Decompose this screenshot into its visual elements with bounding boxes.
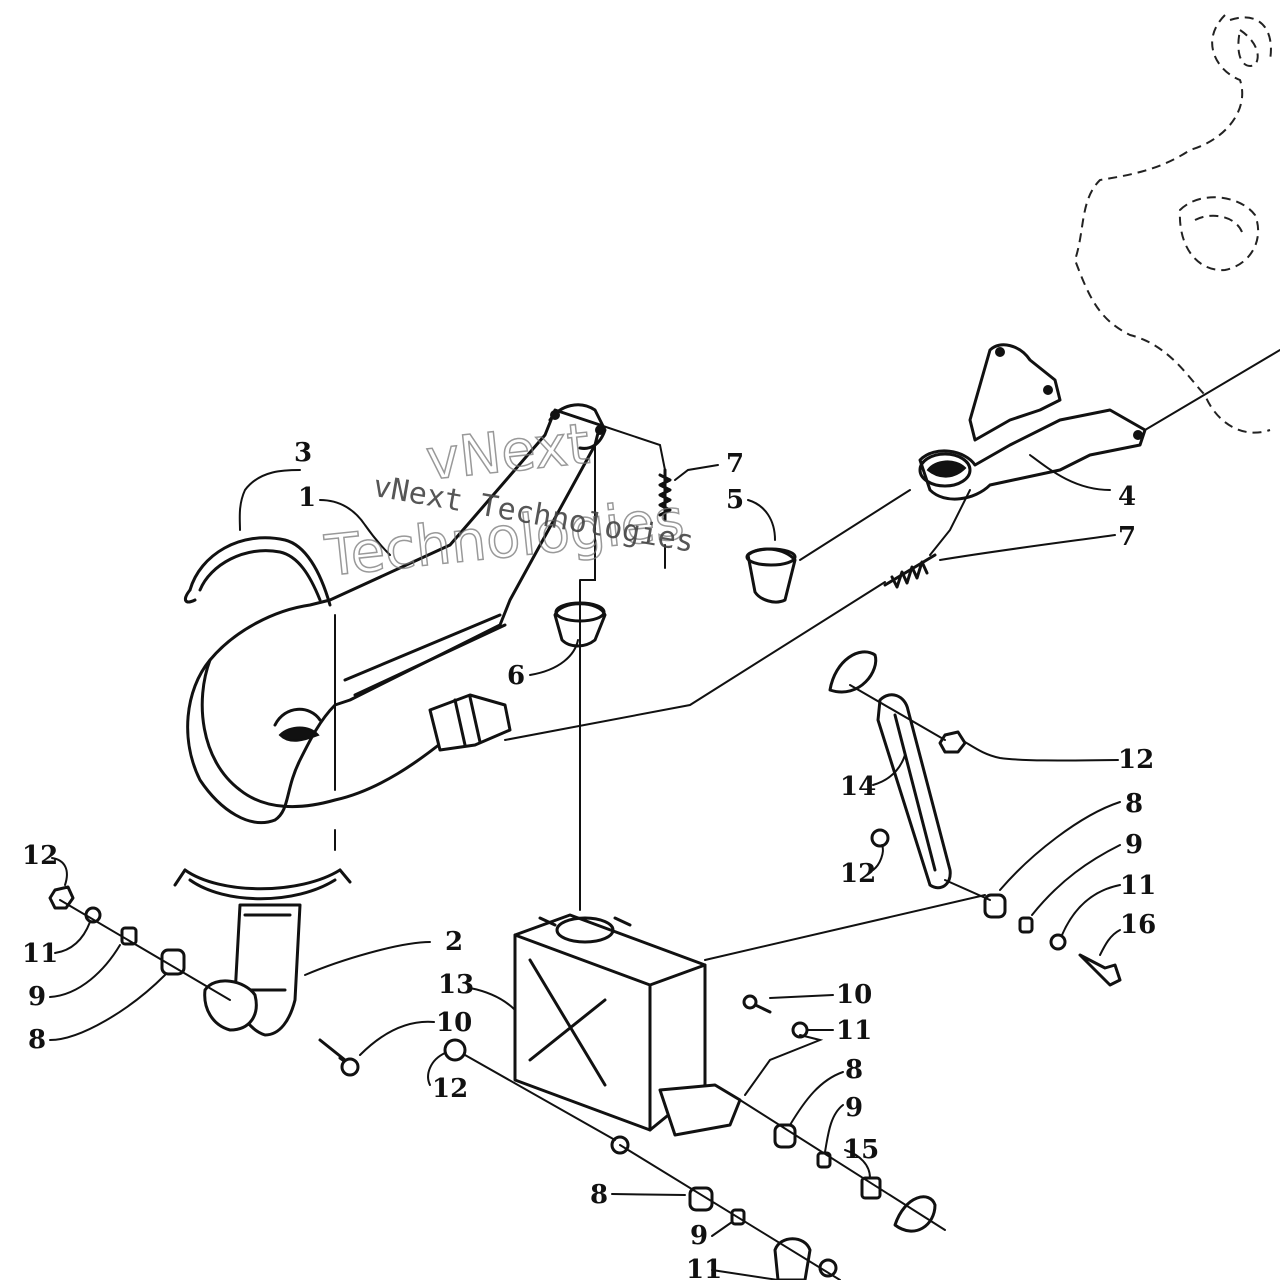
callout-12: 12 [22,841,58,871]
bushing-left [160,948,186,976]
watermark: vNext Technologies vNext Technologies [321,411,697,590]
muffler-bracket [203,903,302,1037]
exhaust-seal-ring [745,547,797,604]
callout-11: 11 [22,939,58,969]
callout-10: 10 [836,980,872,1010]
callout-3: 3 [294,438,312,468]
callout-1: 1 [298,483,316,513]
callout-15: 15 [843,1135,879,1165]
callout-16: 16 [1120,910,1156,940]
muffler-strap [173,868,352,901]
nut-upper-right [938,730,967,754]
callout-12: 12 [1118,745,1154,775]
spring-lower [883,553,937,589]
exhaust-manifold [918,343,1147,501]
callout-2: 2 [445,927,463,957]
callout-14: 14 [840,772,876,802]
callout-5: 5 [726,485,744,515]
assembly-lines [59,349,1280,1280]
callout-6: 6 [507,661,525,691]
washer-right [1049,933,1067,951]
bolt-right [1078,953,1122,987]
heat-shield [183,536,332,607]
callout-8: 8 [845,1055,863,1085]
callout-7: 7 [726,449,744,479]
callout-11: 11 [1120,871,1156,901]
support-bracket [828,650,952,890]
callout-11: 11 [836,1016,872,1046]
callout-4: 4 [1118,482,1136,512]
callout-7: 7 [1118,522,1136,552]
nut-can [443,1038,467,1062]
nut-left [48,885,75,910]
callout-leaders [49,454,1121,1280]
callout-13: 13 [438,970,474,1000]
callout-9: 9 [690,1221,708,1251]
callout-9: 9 [845,1093,863,1123]
callout-11: 11 [686,1255,722,1280]
callout-9: 9 [1125,830,1143,860]
callout-9: 9 [28,982,46,1012]
washer-bottom [773,1237,812,1280]
callout-8: 8 [1125,789,1143,819]
spring-upper [658,468,672,522]
callout-12: 12 [432,1074,468,1104]
engine-outline [1073,14,1272,434]
expansion-chamber [186,403,607,825]
callout-10: 10 [436,1008,472,1038]
nut-bracket-left [870,828,890,848]
muffler-can [513,913,742,1137]
callout-numbers: 3 1 7 5 4 7 6 12 14 8 9 12 11 16 12 11 9… [22,438,1156,1280]
callout-8: 8 [590,1180,608,1210]
spacer-right [1018,916,1034,934]
callout-12: 12 [840,859,876,889]
callout-8: 8 [28,1025,46,1055]
bushing-bottom [688,1186,714,1212]
